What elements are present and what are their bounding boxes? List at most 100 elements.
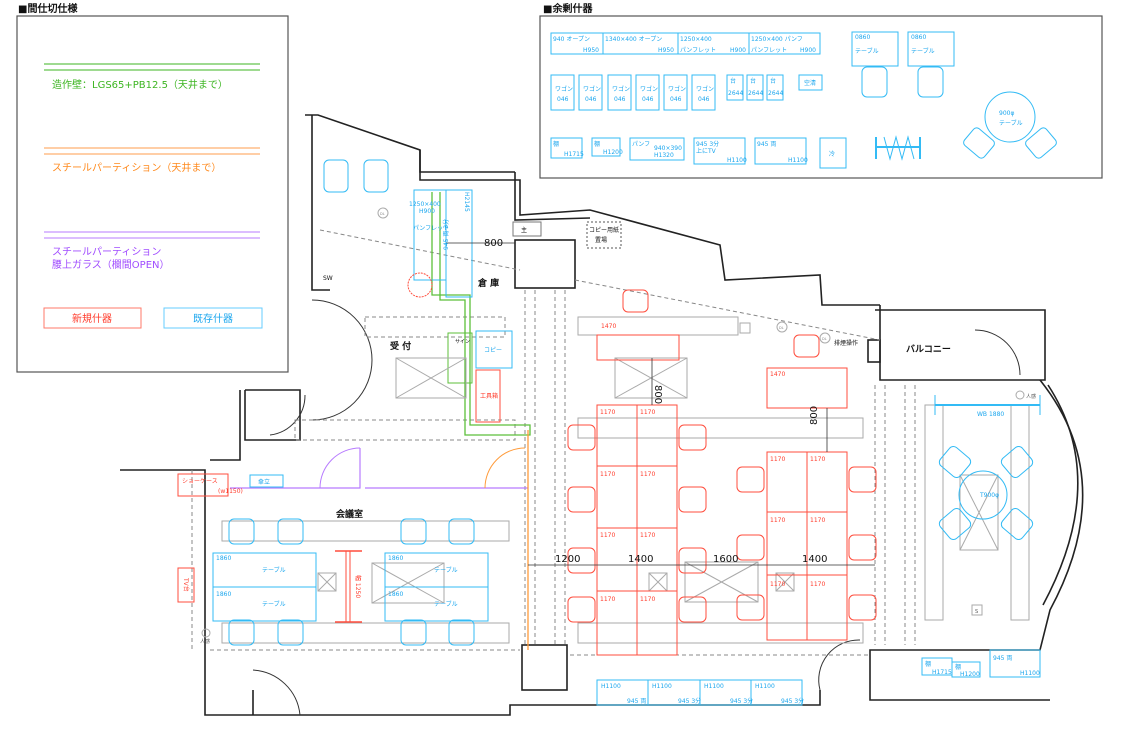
desk-1170-label: 1170: [640, 471, 655, 478]
desk-1170-label: 1170: [810, 517, 825, 524]
stand-icon: [746, 74, 764, 101]
surplus-shelf-2-h: H1200: [603, 149, 623, 156]
stand-code: 2644: [728, 90, 743, 97]
wagon-code: 046: [642, 96, 654, 103]
surplus-945-2: 945 両: [757, 141, 776, 148]
round-table-label: T900φ: [979, 492, 999, 499]
surplus-pamph-h: H1320: [654, 152, 674, 159]
legend-title: ■間仕切仕様: [18, 2, 78, 15]
table-1860-3: 1860: [388, 555, 403, 562]
pamph-size: 1250×400: [409, 201, 441, 208]
shelf-type: 945 両: [627, 698, 646, 705]
surplus-pamph-size: 940×390: [654, 145, 682, 152]
shelf-r2: 棚: [955, 663, 961, 671]
surplus-cabinet-3: 1250×400: [680, 36, 712, 43]
legend-glass-label-1: スチールパーティション: [52, 246, 161, 258]
shelf-height: H1100: [704, 683, 724, 690]
surplus-furniture-panel: ■余剰什器 940 オープン H950 1340×400 オープン H950 1…: [539, 2, 1103, 179]
surplus-round-table-label: テーブル: [999, 119, 1023, 127]
dim-800-b: 800: [809, 406, 820, 425]
chair-icon: [567, 547, 596, 574]
downlight-1: DL: [380, 212, 385, 216]
shelf-height: H1100: [755, 683, 775, 690]
desk-1170-label: 1170: [640, 596, 655, 603]
main-label: 主: [521, 226, 527, 234]
desk-1470-1: 1470: [601, 323, 616, 330]
table-label-2: テーブル: [262, 600, 286, 608]
toolbox-label: 工具箱: [480, 392, 498, 400]
chair-icon: [277, 518, 304, 545]
chair-icon: [848, 534, 877, 561]
chair-icon: [567, 486, 596, 513]
desk-1170-label: 1170: [640, 409, 655, 416]
room-meeting: 会議室: [336, 508, 363, 520]
desk-1470-2: 1470: [770, 371, 785, 378]
copy-paper-label-2: 置場: [595, 236, 607, 244]
stand-code: 2644: [768, 90, 783, 97]
tv-stand-label: TV台: [182, 577, 190, 592]
desk-1170-label: 1170: [600, 532, 615, 539]
wagon-label: ワゴン: [696, 85, 714, 93]
surplus-cabinet-2-h: H950: [658, 47, 674, 54]
h2145-label: H2145: [463, 192, 470, 212]
chair-icon: [622, 289, 649, 313]
chair-icon: [938, 445, 972, 479]
showcase-width: (w1150): [218, 488, 243, 495]
surplus-round-table: 900φ: [999, 110, 1014, 117]
switch-label: SW: [323, 275, 333, 282]
table-1860-2: 1860: [216, 591, 231, 598]
chair-icon: [228, 518, 255, 545]
sensor-label-1: 人感: [1026, 393, 1036, 400]
chair-icon: [567, 596, 596, 623]
shelf-945-label: 945 両 3分: [442, 219, 450, 250]
desk-1170-label: 1170: [770, 517, 785, 524]
shelf-type: 945 3分: [730, 697, 753, 705]
downlight-2: DL: [779, 326, 784, 330]
surplus-cabinet-1-h: H950: [583, 47, 599, 54]
legend-glass-label-2: 腰上ガラス（欄間OPEN）: [52, 258, 170, 271]
chair-icon: [938, 507, 972, 541]
wagon-code: 046: [698, 96, 710, 103]
wagon-label: ワゴン: [612, 85, 630, 93]
chair-icon: [678, 424, 707, 451]
surplus-cabinet-2: 1340×400 オープン: [605, 36, 662, 43]
table-label-3: テーブル: [434, 566, 458, 574]
surplus-cabinet-1: 940 オープン: [553, 36, 590, 43]
chair-icon: [736, 534, 765, 561]
surplus-shelf-1-h: H1715: [564, 151, 584, 158]
pamph-h: H900: [419, 208, 435, 215]
surplus-cabinet-4-h: H900: [800, 47, 816, 54]
wagon-code: 046: [585, 96, 597, 103]
shelf-type: 945 3分: [781, 697, 804, 705]
desk-1170-label: 1170: [770, 581, 785, 588]
stand-label: 台: [750, 77, 756, 85]
chair-icon: [400, 619, 427, 646]
surplus-945-1-note: 上にTV: [696, 147, 717, 155]
desk-1170-label: 1170: [770, 456, 785, 463]
stand-icon: [766, 74, 784, 101]
copier-label: コピー: [484, 347, 502, 354]
surplus-945-1: 945 3分: [696, 140, 719, 148]
wagon-icon: [607, 74, 632, 111]
wagon-label: ワゴン: [583, 85, 601, 93]
chair-icon: [567, 424, 596, 451]
stand-label: 台: [770, 77, 776, 85]
dim-800-a: 800: [652, 385, 663, 404]
pamph-label: パンフレット: [413, 225, 449, 232]
wagon-icon: [578, 74, 603, 111]
chair-icon: [448, 518, 475, 545]
chair-icon: [678, 596, 707, 623]
stand-label: 台: [730, 77, 736, 85]
surplus-cabinet-3-h: H900: [730, 47, 746, 54]
new-furniture-label: 新規什器: [72, 312, 112, 325]
chair-icon: [400, 518, 427, 545]
desk-1170-label: 1170: [810, 581, 825, 588]
shelf-r1-h: H1715: [932, 669, 952, 676]
furniture: [177, 159, 1041, 706]
chair-icon: [277, 619, 304, 646]
desk-1170-label: 1170: [600, 471, 615, 478]
surplus-pamph: パンフ: [632, 141, 650, 148]
downlight-3: DL: [822, 337, 827, 341]
shelf-type: 945 3分: [678, 697, 701, 705]
shelf-r3-h: H1100: [1020, 670, 1040, 677]
